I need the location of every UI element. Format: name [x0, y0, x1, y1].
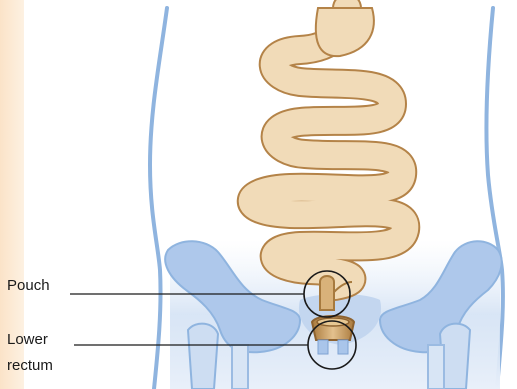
- lower-rectum-label-line1: Lower: [7, 331, 48, 349]
- lower-rectum-label-line2: rectum: [7, 357, 53, 375]
- small-intestine: [252, 8, 406, 286]
- pouch-label: Pouch: [7, 277, 50, 295]
